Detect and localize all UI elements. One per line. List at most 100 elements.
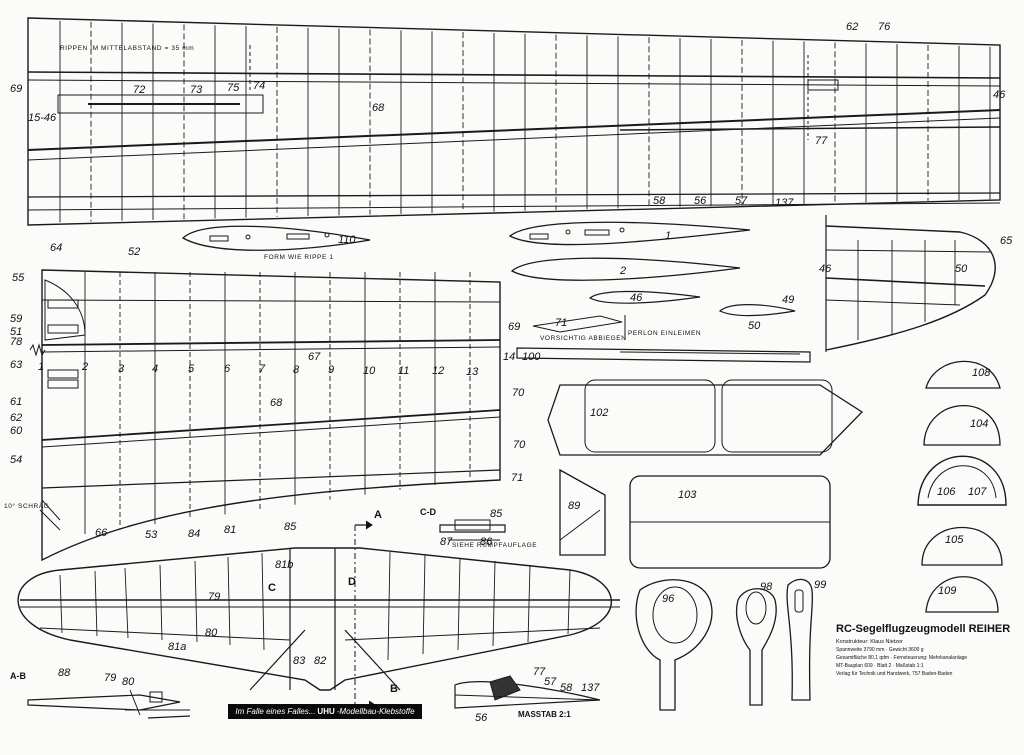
part-label: 73 [190, 84, 203, 96]
part-label: 63 [10, 359, 23, 371]
part-label: 107 [968, 486, 987, 498]
part-label: 137 [775, 197, 794, 209]
part-label: 50 [748, 320, 761, 332]
part-label: 53 [145, 529, 158, 541]
part-label: 100 [522, 351, 541, 363]
note-angled: 10° SCHRÄG [4, 503, 50, 510]
rib-2 [510, 257, 741, 281]
stabiliser-outline [17, 547, 612, 691]
part-label: 80 [205, 627, 218, 639]
part-label: 67 [308, 351, 321, 363]
plan-title: RC-Segelflugzeugmodell REIHER [836, 623, 1011, 635]
rib-110 [181, 225, 371, 251]
part-label: 66 [95, 527, 108, 539]
part-label: 85 [284, 521, 297, 533]
part-label: 83 [293, 655, 306, 667]
part-label: 81a [168, 641, 187, 653]
note-see-fuselage-rest: SIEHE RUMPFAUFLAGE [452, 542, 538, 549]
bulkhead-109 [925, 576, 999, 613]
note-glue-perlon: PERLON EINLEIMEN [628, 330, 702, 337]
part-label: 46 [819, 263, 832, 275]
note-form-like-rib: FORM WIE RIPPE 1 [264, 254, 334, 261]
part-label: 74 [253, 80, 266, 92]
bulkhead-106-107 [917, 455, 1007, 506]
part-label: 62 [846, 21, 859, 33]
part-label: 76 [878, 21, 891, 33]
banner-brand: UHU [317, 707, 335, 716]
stabiliser-ribs [59, 551, 571, 661]
detail-2-1 [454, 681, 601, 709]
part-label: 49 [782, 294, 795, 306]
rib-46 [588, 290, 701, 304]
part-label: 68 [372, 102, 385, 114]
wing-panel-outline [27, 17, 1001, 226]
part-label: A [374, 509, 382, 521]
part-label: 81b [275, 559, 294, 571]
part-label: 64 [50, 242, 63, 254]
bulkhead-108 [925, 360, 1001, 389]
part-label: 69 [10, 83, 23, 95]
part-label: 46 [993, 89, 1006, 101]
part-label: 5 [188, 363, 195, 375]
part-label: 55 [12, 272, 25, 284]
part-label: 105 [945, 534, 964, 546]
part-label: 103 [678, 489, 697, 501]
part-label: 137 [581, 682, 600, 694]
part-label: 82 [314, 655, 327, 667]
part-label: 50 [955, 263, 968, 275]
part-102 [547, 384, 864, 456]
wing-tip-65 [825, 225, 996, 351]
banner-suffix: -Modellbau-Klebstoffe [336, 707, 415, 716]
label-section-cd: C-D [420, 507, 436, 517]
part-label: 46 [630, 292, 643, 304]
part-label: 10 [363, 365, 376, 377]
title-block: RC-Segelflugzeugmodell REIHER Konstrukte… [836, 623, 1018, 677]
part-label: 96 [662, 593, 675, 605]
part-label: 7 [259, 363, 266, 375]
part-label: 12 [432, 365, 445, 377]
part-label: 56 [475, 712, 488, 724]
part-label: 58 [653, 195, 666, 207]
rib-49-50 [718, 304, 796, 317]
bulkhead-105 [921, 526, 1003, 566]
part-label: 106 [937, 486, 956, 498]
bulkhead-104 [923, 404, 1001, 446]
center-wing-ribs [84, 272, 471, 534]
part-label: 75 [227, 82, 240, 94]
part-label: 1 [665, 230, 672, 242]
spar-100 [516, 347, 811, 363]
part-label: 61 [10, 396, 23, 408]
banner-text: Im Falle eines Falles... [235, 707, 316, 716]
plan-spec-2: Gesamtfläche 80,1 qdm · Fernsteuerung: M… [836, 655, 968, 661]
part-label: 58 [560, 682, 573, 694]
label-scale: MASSTAB 2:1 [518, 710, 571, 719]
part-label: 69 [508, 321, 521, 333]
part-label: 3 [118, 363, 125, 375]
section-a-b [27, 694, 181, 711]
part-label: 89 [568, 500, 581, 512]
part-label: B [390, 683, 398, 695]
part-label: 65 [1000, 235, 1013, 247]
part-label: 99 [814, 579, 827, 591]
part-label: 68 [270, 397, 283, 409]
part-label: 109 [938, 585, 957, 597]
part-label: 56 [694, 195, 707, 207]
part-label: 102 [590, 407, 609, 419]
note-rib-spacing: RIPPEN IM MITTELABSTAND = 35 mm [60, 45, 195, 52]
part-label: 51 [10, 326, 23, 338]
part-label: 57 [735, 195, 748, 207]
plan-author: Konstrukteur: Klaus Nietzer [836, 639, 903, 645]
part-label: 11 [398, 365, 410, 377]
part-label: 2 [620, 265, 627, 277]
part-label: 71 [511, 472, 524, 484]
part-label: C [268, 582, 276, 594]
part-label: 9 [328, 364, 335, 376]
part-label: 59 [10, 313, 23, 325]
part-89 [559, 468, 606, 556]
part-label: 84 [188, 528, 201, 540]
part-label: 1 [38, 361, 45, 373]
label-section-ab: A-B [10, 671, 26, 681]
former-99 [786, 578, 814, 701]
